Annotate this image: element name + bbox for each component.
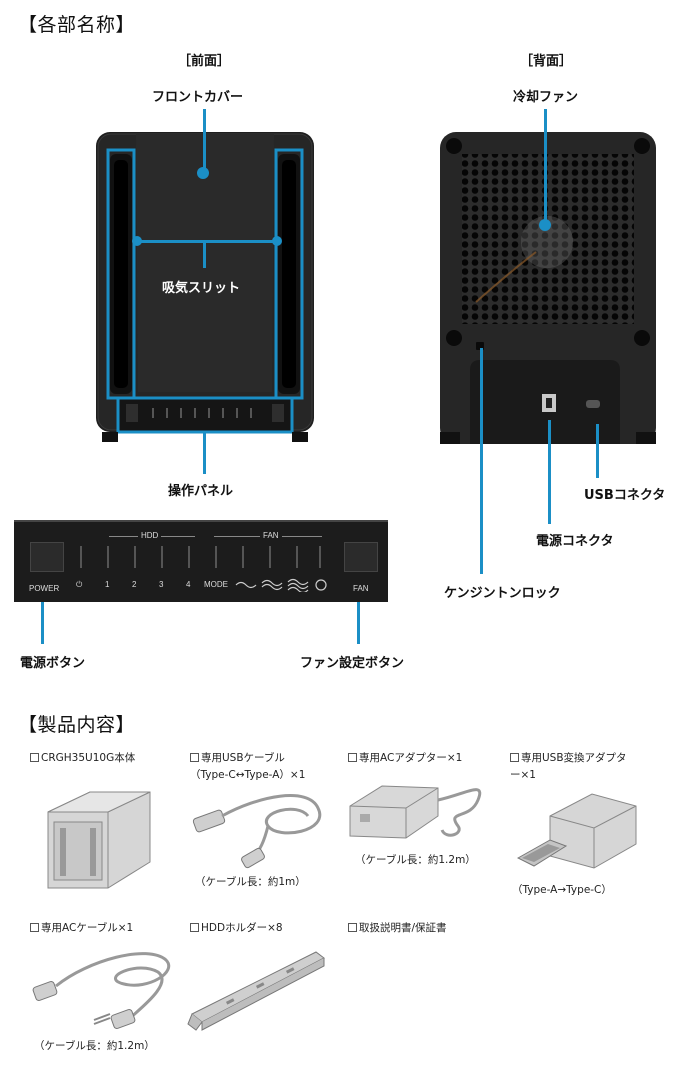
item-ac-cable-label: 専用ACケーブル×1 [30, 920, 133, 937]
fan-mode-label: MODE [204, 580, 228, 589]
power-led [80, 546, 82, 568]
hdd-holder-illustration [187, 951, 325, 1031]
fan-button[interactable] [344, 542, 378, 572]
checkbox-icon [30, 753, 39, 762]
cooling-fan-label: 冷却ファン [513, 90, 579, 105]
hdd-led-2 [134, 546, 136, 568]
fan-auto-icon [315, 579, 327, 591]
power-button-label: 電源ボタン [20, 656, 86, 671]
hdd-led-label-3: 3 [159, 580, 164, 589]
ac-adapter-illustration [349, 785, 482, 839]
front-cover-label: フロントカバー [152, 90, 244, 105]
usb-callout-line [596, 424, 599, 478]
checkbox-icon [190, 753, 199, 762]
item-usb-adapter-label-2: ー×1 [510, 769, 536, 781]
parts-section-title: 【各部名称】 [18, 14, 136, 36]
item-usb-adapter-label: 専用USB変換アダプタ [510, 750, 627, 767]
fan-low-icon [235, 581, 257, 589]
kensington-callout-line [480, 348, 483, 574]
fan-speed-icons [235, 578, 327, 592]
front-view-label: ［前面］ [178, 54, 231, 69]
item-usb-cable-label: 専用USBケーブル [190, 750, 285, 767]
kensington-lock-label: ケンジントンロック [444, 586, 561, 601]
hdd-led-1 [107, 546, 109, 568]
contents-section-title: 【製品内容】 [18, 714, 136, 736]
hdd-led-label-4: 4 [186, 580, 191, 589]
fan-low-led [242, 546, 244, 568]
front-cover-callout-line [203, 109, 206, 173]
item-main-unit-label: CRGH35U10G本体 [30, 750, 135, 767]
slit-label: 吸気スリット [162, 281, 241, 296]
usb-cable-illustration [192, 794, 322, 869]
power-button-text: POWER [29, 584, 60, 593]
fan-high-led [296, 546, 298, 568]
ac-cable-illustration [32, 952, 171, 1029]
checkbox-icon [190, 923, 199, 932]
panel-callout-line [203, 432, 206, 474]
item-manual-warranty-label: 取扱説明書/保証書 [348, 920, 447, 937]
back-device-graphic [440, 132, 656, 444]
power-led-icon: ⏻ [76, 580, 83, 589]
hdd-led-3 [161, 546, 163, 568]
fan-button-callout-line [357, 602, 360, 644]
hdd-led-label-1: 1 [105, 580, 110, 589]
fan-group-label: FAN [260, 531, 282, 540]
fan-mid-icon [261, 579, 283, 591]
fan-high-icon [287, 578, 309, 592]
item-usb-cable-label-2: （Type-C↔Type-A）×1 [190, 769, 306, 781]
checkbox-icon [510, 753, 519, 762]
fan-mode-led [215, 546, 217, 568]
hdd-led-4 [188, 546, 190, 568]
checkbox-icon [30, 923, 39, 932]
fan-callout-line [544, 109, 547, 223]
power-connector-label: 電源コネクタ [536, 534, 614, 549]
fan-button-label: ファン設定ボタン [300, 656, 405, 671]
power-connector-callout-line [548, 420, 551, 524]
hdd-group-label: HDD [138, 531, 162, 540]
control-panel-closeup: POWER FAN HDD FAN ⏻ 1 2 3 4 MODE [14, 520, 388, 602]
slit-callout-stem [203, 242, 206, 268]
slit-callout-dot-right [272, 236, 282, 246]
front-cover-callout-dot [197, 167, 209, 179]
main-unit-illustration [47, 791, 151, 889]
hdd-led-label-2: 2 [132, 580, 137, 589]
usb-adapter-type-note: （Type-A→Type-C） [512, 884, 612, 896]
item-ac-adapter-label: 専用ACアダプター×1 [348, 750, 462, 767]
slit-callout-line [137, 240, 277, 243]
back-device-image [440, 132, 656, 444]
usb-connector-label: USBコネクタ [584, 488, 666, 503]
front-device-graphic [96, 132, 314, 442]
checkbox-icon [348, 753, 357, 762]
power-button[interactable] [30, 542, 64, 572]
fan-button-text: FAN [353, 584, 369, 593]
power-button-callout-line [41, 602, 44, 644]
checkbox-icon [348, 923, 357, 932]
fan-auto-led [319, 546, 321, 568]
fan-mid-led [269, 546, 271, 568]
item-hdd-holder-label: HDDホルダー×8 [190, 920, 283, 937]
back-view-label: ［背面］ [520, 54, 573, 69]
slit-callout-dot-left [132, 236, 142, 246]
usb-adapter-illustration [516, 793, 637, 869]
ac-cable-length-note: （ケーブル長：約1.2m） [34, 1040, 155, 1052]
front-device-image [96, 132, 314, 444]
ac-adapter-length-note: （ケーブル長：約1.2m） [355, 854, 476, 866]
panel-label: 操作パネル [168, 484, 234, 499]
fan-callout-dot [539, 219, 551, 231]
usb-cable-length-note: （ケーブル長：約1m） [195, 876, 306, 888]
